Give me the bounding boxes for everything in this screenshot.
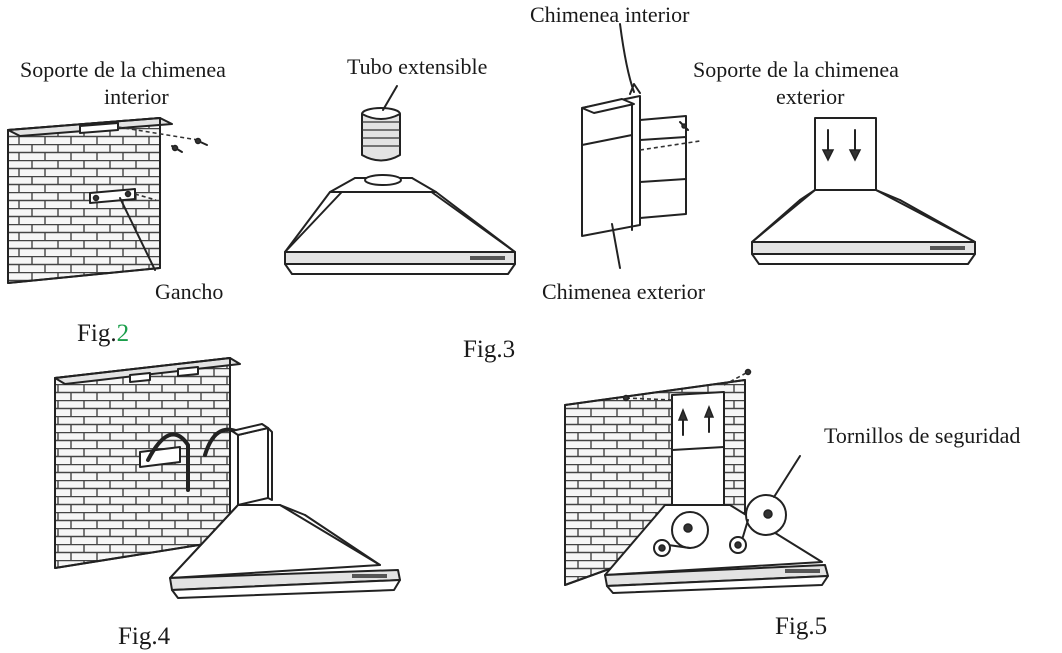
arrow-down-icon: [848, 129, 862, 162]
fig4-illustration: [54, 357, 401, 599]
label-gancho: Gancho: [155, 279, 223, 304]
label-soporte-interior-line2: interior: [104, 84, 169, 109]
label-soporte-exterior-line2: exterior: [776, 84, 845, 109]
label-chimenea-interior: Chimenea interior: [530, 2, 690, 27]
arrow-up-icon: [703, 404, 715, 433]
label-soporte-interior-line1: Soporte de la chimenea: [20, 57, 226, 82]
fig3-hood-with-chimney: [751, 117, 976, 265]
label-tubo-extensible: Tubo extensible: [347, 54, 487, 79]
label-fig4: Fig.4: [118, 623, 171, 650]
fig5-illustration: [564, 368, 829, 594]
label-fig5: Fig.5: [775, 613, 827, 640]
fig3-hood-with-tube: [284, 85, 516, 275]
label-soporte-exterior-line1: Soporte de la chimenea: [693, 57, 899, 82]
fig2-wall-illustration: [7, 117, 208, 284]
screw-icon: [194, 137, 208, 146]
fig3-chimney-parts: [581, 23, 701, 269]
arrow-down-icon: [821, 129, 835, 162]
screw-icon: [171, 144, 183, 153]
safety-screw-detail-1: [653, 511, 709, 557]
label-fig2: Fig.2: [77, 320, 129, 347]
label-chimenea-exterior: Chimenea exterior: [542, 279, 706, 304]
safety-screw-detail-2: [729, 494, 787, 554]
arrow-up-icon: [677, 407, 689, 436]
label-fig3: Fig.3: [463, 336, 515, 363]
screw-icon: [679, 121, 689, 131]
label-tornillos-de-seguridad: Tornillos de seguridad: [824, 423, 1020, 448]
